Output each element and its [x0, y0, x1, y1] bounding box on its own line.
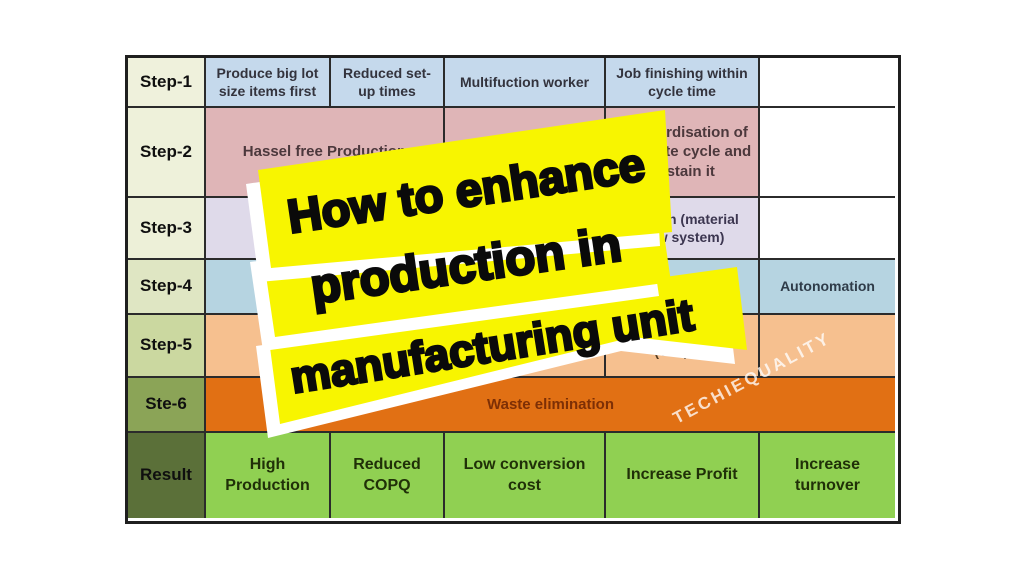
step1-cell-4: Job finishing within cycle time: [606, 58, 760, 108]
step3-cell-2: Kanban (material flow system): [606, 198, 760, 260]
result-cell-increase-turnover: Increase turnover: [760, 433, 895, 518]
result-cell-high-production: High Production: [206, 433, 331, 518]
step6-cell-waste-elimination: Waste elimination: [206, 378, 895, 433]
step2-cell-2: Process layout and: [445, 108, 606, 198]
step1-cell-2: Reduced set-up times: [331, 58, 445, 108]
row-label-step-3: Step-3: [128, 198, 206, 260]
row-label-step-2: Step-2: [128, 108, 206, 198]
row-label-result: Result: [128, 433, 206, 518]
row-label-step-6: Ste-6: [128, 378, 206, 433]
production-steps-table: Step-1 Produce big lot size items first …: [125, 55, 901, 524]
row-label-step-5: Step-5: [128, 315, 206, 378]
step3-cell-1: [206, 198, 606, 260]
step2-cell-1: Hassel free Production: [206, 108, 445, 198]
step5-cell-3-empty: [760, 315, 895, 378]
step1-cell-1: Produce big lot size items first: [206, 58, 331, 108]
result-cell-low-conversion-cost: Low conversion cost: [445, 433, 606, 518]
row-label-step-4: Step-4: [128, 260, 206, 315]
row-label-step-1: Step-1: [128, 58, 206, 108]
step5-cell-2: (Output): [606, 315, 760, 378]
result-cell-increase-profit: Increase Profit: [606, 433, 760, 518]
step1-cell-3: Multifuction worker: [445, 58, 606, 108]
step2-cell-3: Standardisation of complete cycle and su…: [606, 108, 760, 198]
step4-cell-2: Autonomation: [760, 260, 895, 315]
step2-cell-4-empty: [760, 108, 895, 198]
step4-cell-1: [206, 260, 760, 315]
step5-cell-1: [206, 315, 606, 378]
result-cell-reduced-copq: Reduced COPQ: [331, 433, 445, 518]
step3-cell-3-empty: [760, 198, 895, 260]
step1-cell-5-empty: [760, 58, 895, 108]
